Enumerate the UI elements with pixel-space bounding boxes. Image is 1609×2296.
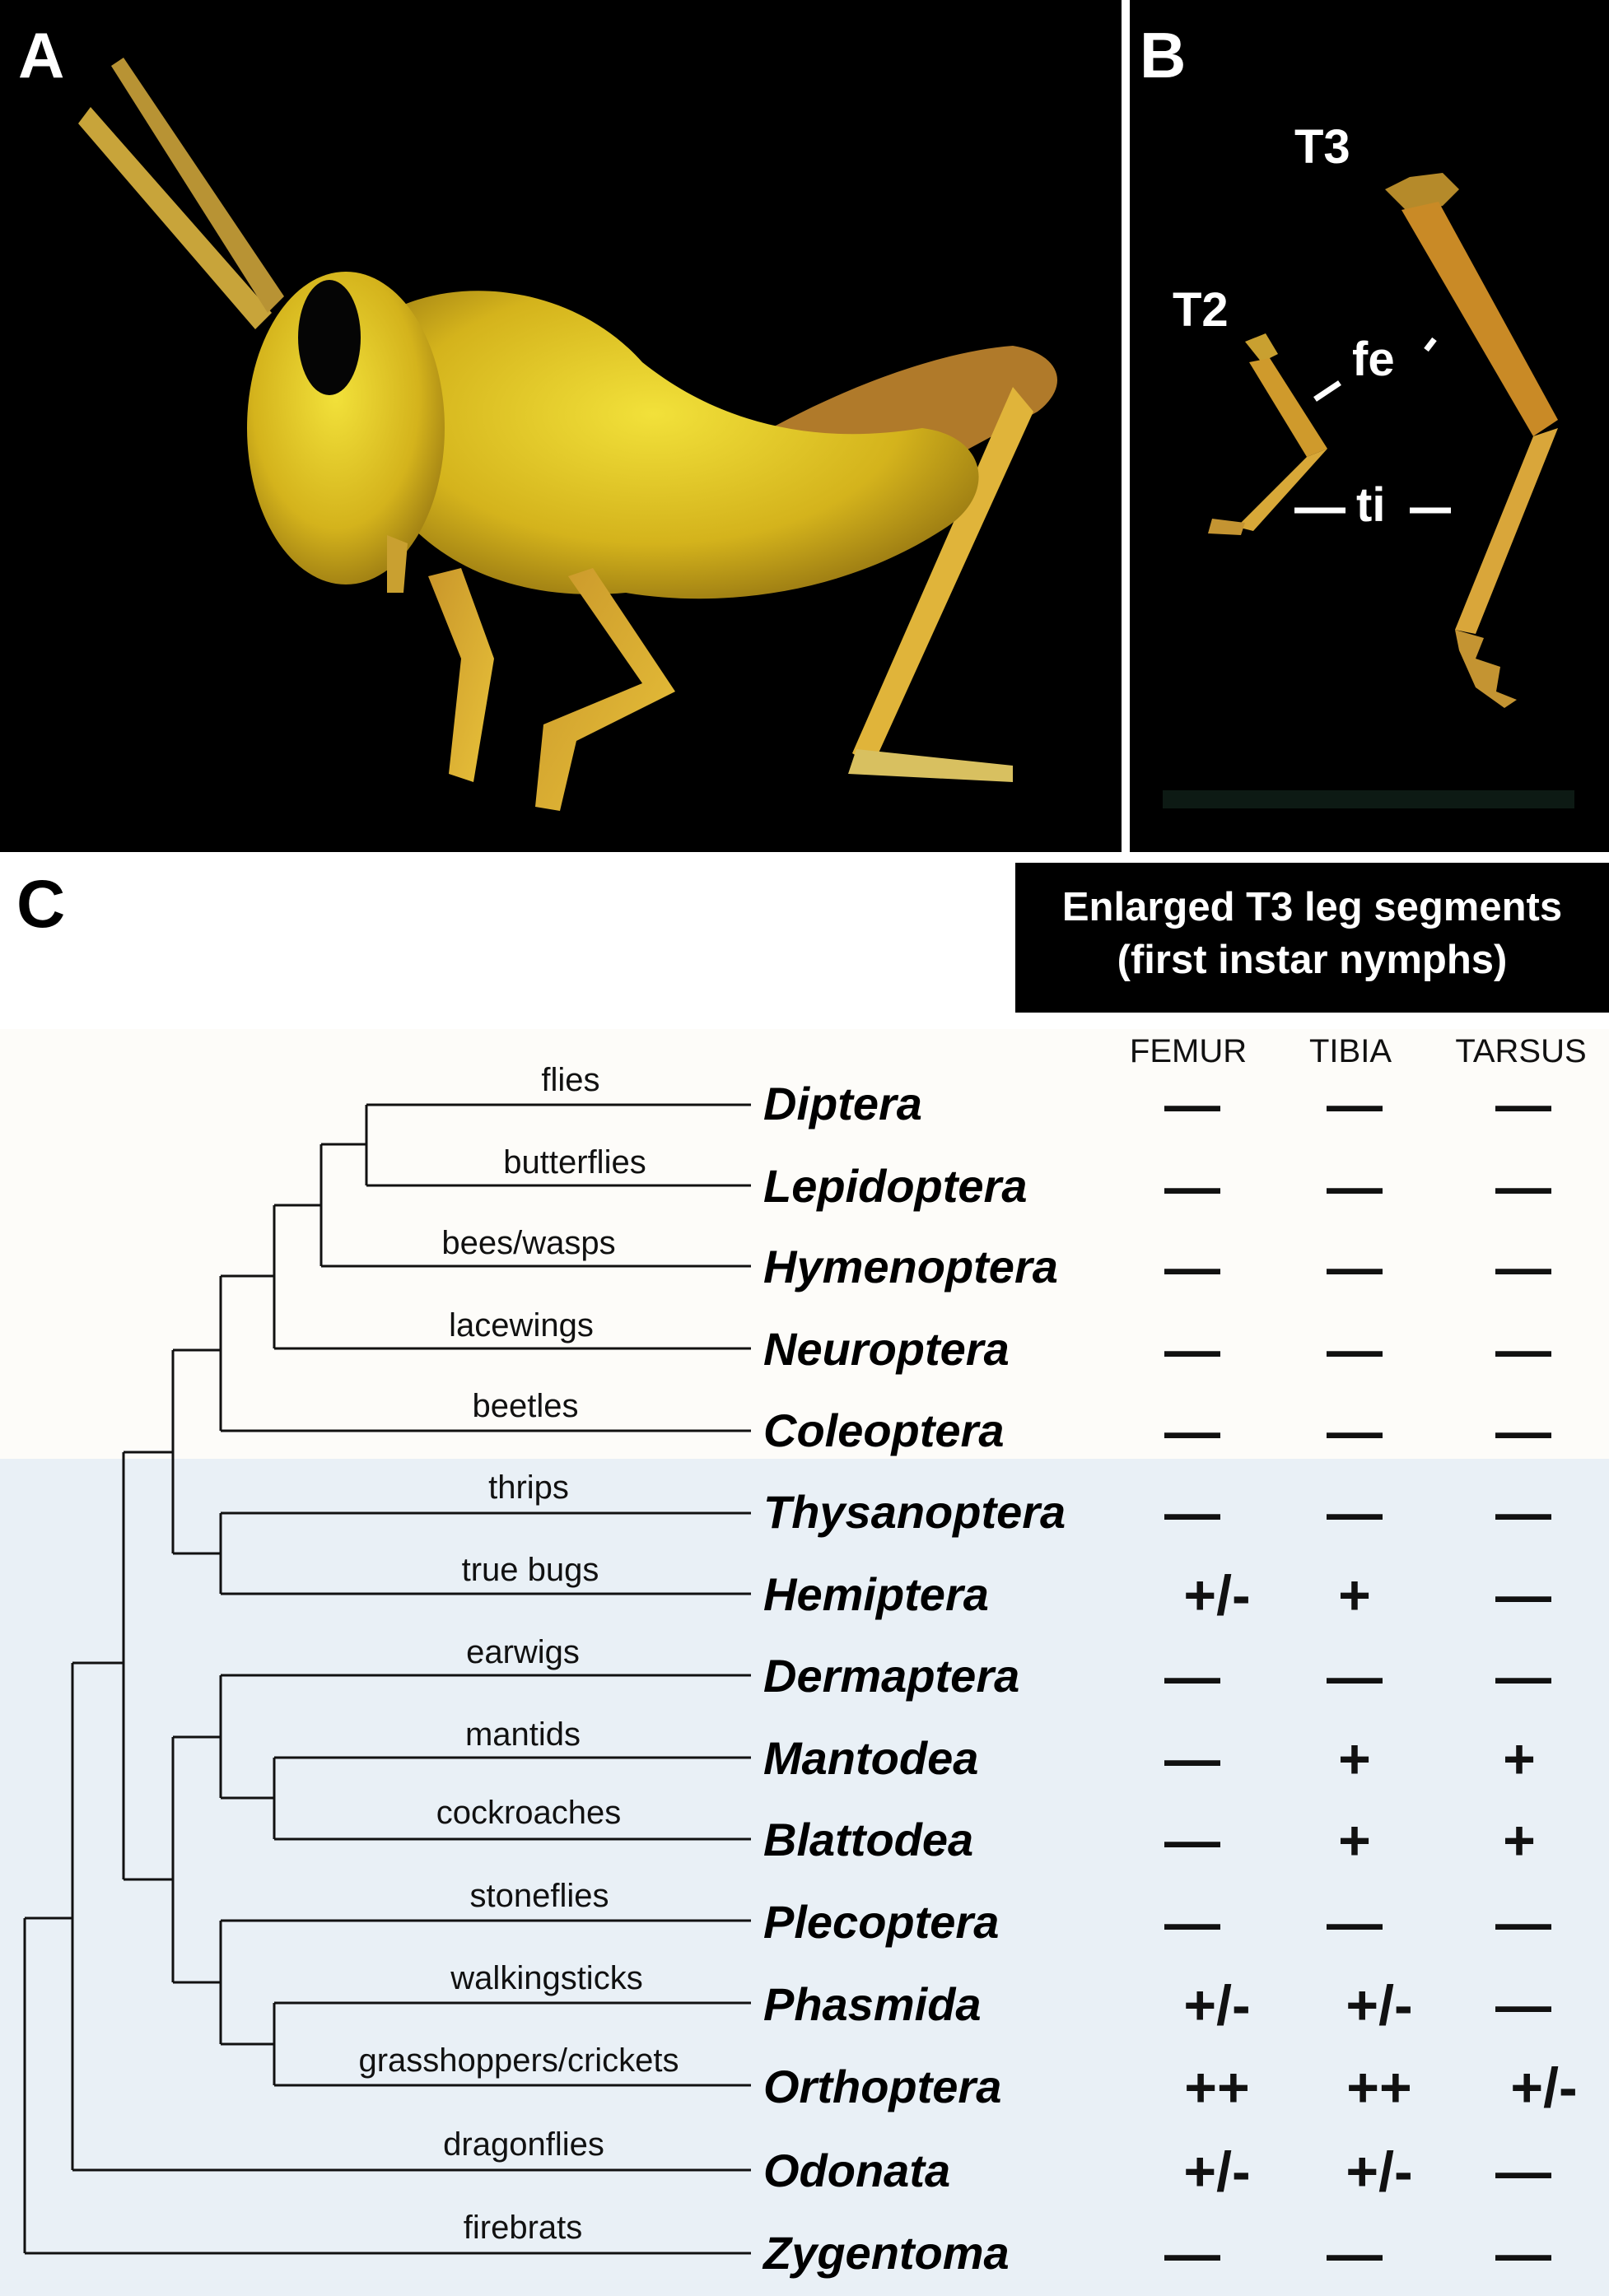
tibia-symbol: — xyxy=(1327,1156,1383,1218)
common-name: walkingsticks xyxy=(450,1960,643,1996)
common-name: earwigs xyxy=(466,1634,580,1670)
column-header-tarsus: TARSUS xyxy=(1455,1033,1587,1069)
femur-symbol: — xyxy=(1164,1809,1220,1872)
order-name: Hemiptera xyxy=(763,1568,989,1620)
common-name: thrips xyxy=(488,1469,569,1506)
legend-line-2: (first instar nymphs) xyxy=(1117,938,1508,982)
order-name: Lepidoptera xyxy=(763,1160,1028,1212)
tibia-symbol: — xyxy=(1327,1319,1383,1381)
femur-symbol: — xyxy=(1164,2223,1220,2285)
common-name: lacewings xyxy=(449,1307,594,1344)
tibia-symbol: — xyxy=(1327,1646,1383,1708)
tarsus-symbol: + xyxy=(1503,1728,1536,1791)
tarsus-symbol: — xyxy=(1495,1156,1551,1218)
holometabola-background xyxy=(0,1029,1609,1459)
tibia-symbol: — xyxy=(1327,1073,1383,1136)
femur-symbol: — xyxy=(1164,1728,1220,1791)
order-name: Dermaptera xyxy=(763,1650,1020,1702)
tibia-symbol: — xyxy=(1327,2223,1383,2285)
panel-c-letter: C xyxy=(16,867,66,942)
common-name: mantids xyxy=(464,1716,581,1753)
femur-symbol: — xyxy=(1164,1236,1220,1299)
femur-symbol: +/- xyxy=(1183,2140,1251,2203)
order-name: Coleoptera xyxy=(763,1404,1005,1456)
order-name: Hymenoptera xyxy=(763,1241,1058,1292)
tibia-symbol: ++ xyxy=(1346,2056,1412,2119)
tarsus-symbol: — xyxy=(1495,1073,1551,1136)
tibia-symbol: + xyxy=(1338,1728,1371,1791)
order-name: Blattodea xyxy=(763,1814,974,1865)
label-t3: T3 xyxy=(1294,120,1350,174)
tarsus-symbol: — xyxy=(1495,1236,1551,1299)
order-name: Zygentoma xyxy=(763,2227,1010,2279)
common-name: butterflies xyxy=(503,1144,646,1181)
tibia-symbol: + xyxy=(1338,1564,1371,1627)
femur-symbol: +/- xyxy=(1183,1974,1251,2037)
hemimetabola-background xyxy=(0,1459,1609,2296)
common-name: true bugs xyxy=(461,1552,599,1588)
tarsus-symbol: — xyxy=(1495,2223,1551,2285)
order-name: Orthoptera xyxy=(763,2061,1002,2112)
order-name: Neuroptera xyxy=(763,1323,1010,1375)
tibia-symbol: — xyxy=(1327,1400,1383,1463)
tarsus-symbol: — xyxy=(1495,1974,1551,2037)
tarsus-symbol: + xyxy=(1503,1809,1536,1872)
common-name: dragonflies xyxy=(443,2126,604,2163)
femur-symbol: — xyxy=(1164,1073,1220,1136)
tarsus-symbol: — xyxy=(1495,1892,1551,1954)
tarsus-symbol: — xyxy=(1495,1564,1551,1627)
column-header-tibia: TIBIA xyxy=(1308,1033,1392,1069)
label-t2: T2 xyxy=(1173,283,1229,337)
tarsus-symbol: +/- xyxy=(1510,2056,1578,2119)
tibia-symbol: — xyxy=(1327,1892,1383,1954)
tibia-symbol: — xyxy=(1327,1236,1383,1299)
order-name: Odonata xyxy=(763,2145,951,2196)
common-name: flies xyxy=(541,1062,600,1098)
legend-line-1: Enlarged T3 leg segments xyxy=(1061,885,1563,929)
order-name: Mantodea xyxy=(763,1732,979,1784)
order-name: Plecoptera xyxy=(763,1896,1000,1948)
tarsus-symbol: — xyxy=(1495,1646,1551,1708)
common-name: stoneflies xyxy=(469,1878,609,1914)
common-name: cockroaches xyxy=(436,1795,622,1831)
order-name: Thysanoptera xyxy=(763,1486,1066,1538)
tarsus-symbol: — xyxy=(1495,1400,1551,1463)
tarsus-symbol: — xyxy=(1495,1319,1551,1381)
femur-symbol: — xyxy=(1164,1156,1220,1218)
tibia-symbol: — xyxy=(1327,1482,1383,1544)
legend-box: Enlarged T3 leg segments (first instar n… xyxy=(1015,863,1609,1013)
panel-a-letter: A xyxy=(18,19,65,91)
femur-symbol: +/- xyxy=(1183,1564,1251,1627)
label-fe: fe xyxy=(1352,333,1395,386)
femur-symbol: — xyxy=(1164,1892,1220,1954)
femur-symbol: — xyxy=(1164,1400,1220,1463)
grasshopper-nymph-illustration xyxy=(78,58,1057,811)
femur-symbol: ++ xyxy=(1184,2056,1250,2119)
common-name: beetles xyxy=(472,1388,579,1424)
tarsus-symbol: — xyxy=(1495,1482,1551,1544)
femur-symbol: — xyxy=(1164,1482,1220,1544)
tibia-symbol: +/- xyxy=(1345,2140,1413,2203)
column-header-femur: FEMUR xyxy=(1129,1033,1248,1069)
label-ti: ti xyxy=(1356,478,1386,532)
tibia-symbol: +/- xyxy=(1345,1974,1413,2037)
common-name: grasshoppers/crickets xyxy=(358,2042,679,2079)
panel-a-photo: A xyxy=(0,0,1122,852)
legs-illustration xyxy=(1163,173,1574,808)
order-name: Phasmida xyxy=(763,1978,982,2030)
common-name: firebrats xyxy=(463,2210,583,2246)
panel-b-photo: B T3 T2 fe ti xyxy=(1130,0,1609,852)
femur-symbol: — xyxy=(1164,1646,1220,1708)
femur-symbol: — xyxy=(1164,1319,1220,1381)
panel-b-letter: B xyxy=(1140,19,1187,91)
tarsus-symbol: — xyxy=(1495,2140,1551,2203)
tibia-symbol: + xyxy=(1338,1809,1371,1872)
common-name: bees/wasps xyxy=(441,1225,616,1261)
order-name: Diptera xyxy=(763,1078,922,1129)
